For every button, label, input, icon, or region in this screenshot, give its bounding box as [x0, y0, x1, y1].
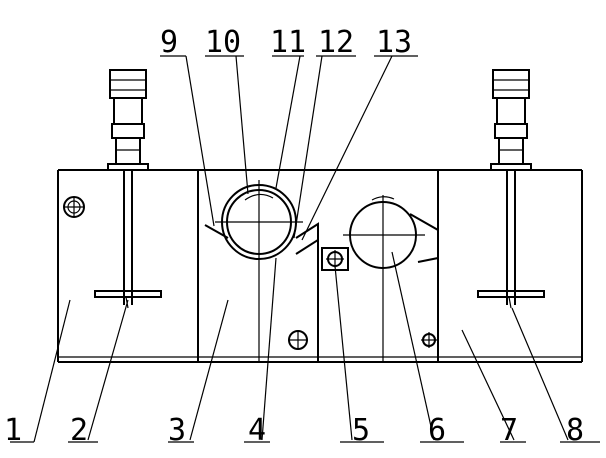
label-1: 1	[4, 413, 22, 448]
tank-body	[57, 169, 583, 363]
label-12: 12	[318, 25, 354, 60]
valve-right	[421, 332, 437, 348]
label-8: 8	[566, 413, 584, 448]
label-7: 7	[500, 413, 518, 448]
label-11: 11	[270, 25, 306, 60]
right-roller	[343, 195, 439, 362]
label-2: 2	[70, 413, 88, 448]
leader-lines	[10, 55, 600, 443]
label-6: 6	[428, 413, 446, 448]
label-10: 10	[205, 25, 241, 60]
right-agitator	[477, 170, 545, 309]
left-agitator	[94, 170, 162, 309]
label-13: 13	[376, 25, 412, 60]
label-4: 4	[248, 413, 266, 448]
right-motor	[490, 69, 532, 171]
valve-top-left	[63, 196, 85, 218]
left-roller	[204, 180, 319, 362]
label-9: 9	[160, 25, 178, 60]
callout-labels: 1 2 3 4 5 6 7 8 9 10 11 12 13	[4, 25, 584, 448]
left-motor	[107, 69, 149, 171]
label-5: 5	[352, 413, 370, 448]
label-3: 3	[168, 413, 186, 448]
valve-center	[288, 330, 308, 350]
